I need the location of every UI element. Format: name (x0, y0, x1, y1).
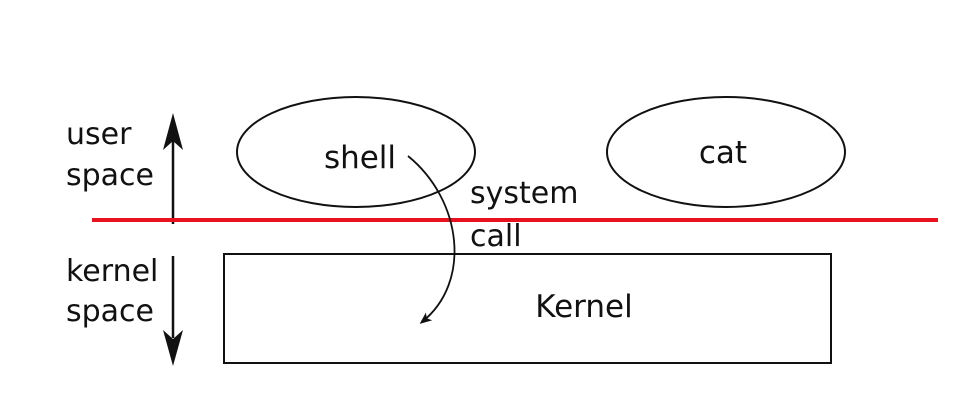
system-call-label-line2: call (470, 219, 522, 254)
cat-label: cat (699, 135, 747, 171)
kernel-label: Kernel (535, 289, 632, 325)
cat-ellipse (606, 96, 846, 208)
system-call-label-line1: system (470, 176, 578, 211)
kernel-box (223, 253, 832, 364)
shell-ellipse (236, 96, 476, 208)
user-space-up-arrow (163, 113, 183, 224)
system-call-arrow (407, 155, 456, 324)
user-space-label-line2: space (66, 158, 154, 193)
cat-process-node: cat (606, 96, 846, 208)
shell-process-node: shell (236, 96, 476, 208)
kernel-space-down-arrow (163, 256, 183, 366)
kernel-space-label-line1: kernel (66, 254, 158, 289)
kernel-space-label-line2: space (66, 294, 154, 329)
user-space-label-line1: user (66, 117, 132, 152)
shell-label: shell (324, 140, 396, 176)
kernel-node: Kernel (223, 253, 832, 364)
